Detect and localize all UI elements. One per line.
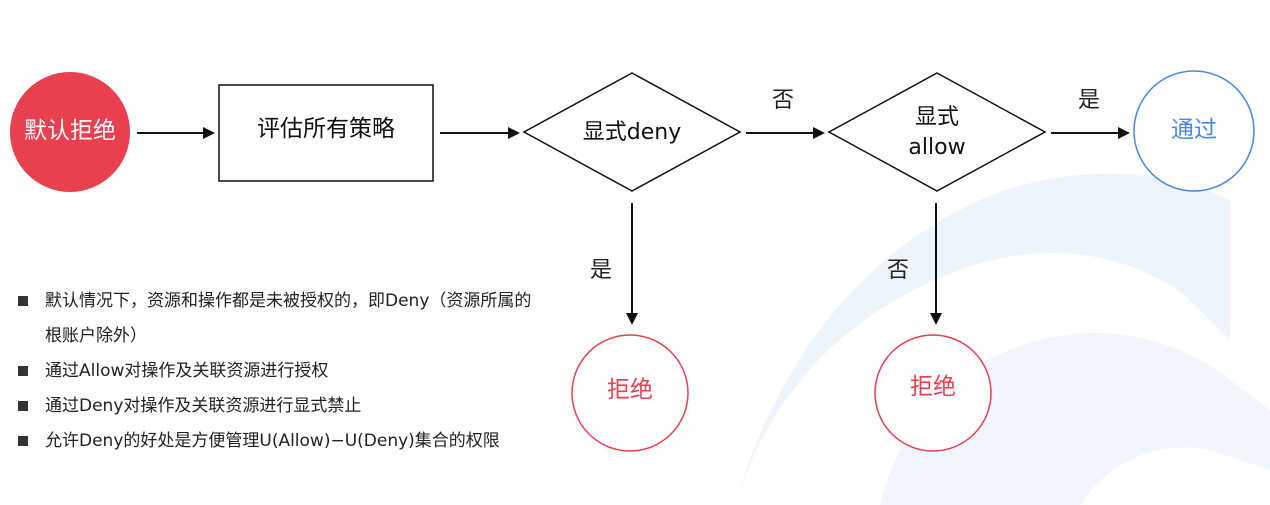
explicit-allow-label: 显式 allow <box>908 105 966 160</box>
notes-list: 默认情况下，资源和操作都是未被授权的，即Deny（资源所属的根账户除外） 通过A… <box>18 284 538 459</box>
square-bullet-icon <box>18 296 28 306</box>
note-item: 通过Deny对操作及关联资源进行显式禁止 <box>18 389 538 424</box>
note-item: 默认情况下，资源和操作都是未被授权的，即Deny（资源所属的根账户除外） <box>18 284 538 354</box>
explicit-deny-decision <box>522 72 742 192</box>
note-item: 允许Deny的好处是方便管理U(Allow)−U(Deny)集合的权限 <box>18 424 538 459</box>
edge-label-deny-no: 否 <box>772 88 795 113</box>
note-text: 通过Allow对操作及关联资源进行授权 <box>45 361 329 381</box>
default-deny-label: 默认拒绝 <box>24 118 116 145</box>
reject-node-right <box>874 334 992 452</box>
edge-label-deny-yes: 是 <box>590 258 613 283</box>
reject-label-right: 拒绝 <box>910 374 956 401</box>
reject-node-left <box>571 334 689 452</box>
note-item: 通过Allow对操作及关联资源进行授权 <box>18 354 538 389</box>
note-text: 默认情况下，资源和操作都是未被授权的，即Deny（资源所属的根账户除外） <box>45 291 532 346</box>
evaluate-policies-node <box>218 84 434 182</box>
edge-label-allow-no: 否 <box>887 258 910 283</box>
note-text: 通过Deny对操作及关联资源进行显式禁止 <box>45 396 362 416</box>
square-bullet-icon <box>18 366 28 376</box>
pass-node <box>1133 70 1255 192</box>
explicit-allow-decision <box>827 72 1047 192</box>
explicit-deny-label: 显式deny <box>582 120 682 146</box>
reject-label-left: 拒绝 <box>607 377 653 404</box>
edge-label-allow-yes: 是 <box>1078 88 1101 113</box>
square-bullet-icon <box>18 401 28 411</box>
default-deny-node <box>10 72 130 192</box>
note-text: 允许Deny的好处是方便管理U(Allow)−U(Deny)集合的权限 <box>45 431 500 451</box>
pass-label: 通过 <box>1171 117 1217 144</box>
evaluate-policies-label: 评估所有策略 <box>257 116 395 143</box>
square-bullet-icon <box>18 436 28 446</box>
